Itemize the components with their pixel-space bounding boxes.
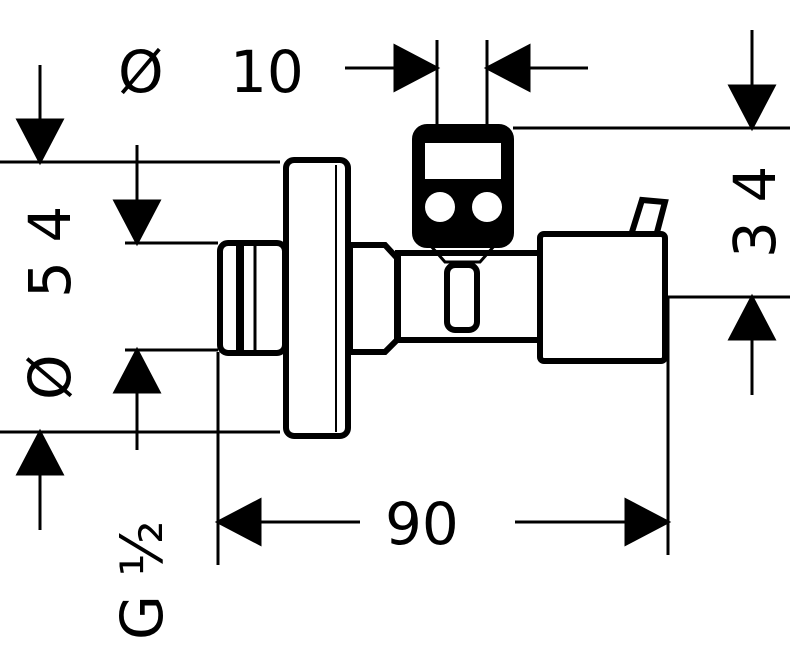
handle-lever [629, 196, 669, 241]
valve-body [217, 124, 669, 439]
dim-90-label: 90 [385, 490, 459, 558]
extension-lines [0, 40, 790, 565]
spindle [444, 262, 480, 333]
thread-label: G ½ [108, 520, 176, 640]
diameter-symbol-top: Ø [118, 38, 164, 106]
dim-34-label: 3 4 [721, 166, 789, 258]
dimension-labels: Ø 10 90 5 4 Ø 3 4 G ½ [16, 38, 789, 640]
dim-10-label: 10 [230, 38, 304, 106]
cap-hole-right [472, 192, 502, 222]
handle-block [537, 231, 668, 364]
cap-hole-left [425, 192, 455, 222]
nut [347, 242, 400, 355]
flange-rosette [283, 157, 351, 439]
dimension-arrows [15, 30, 777, 547]
diameter-symbol-left: Ø [16, 354, 84, 400]
dim-54-label: 5 4 [16, 206, 84, 298]
thread-connector [217, 240, 288, 356]
